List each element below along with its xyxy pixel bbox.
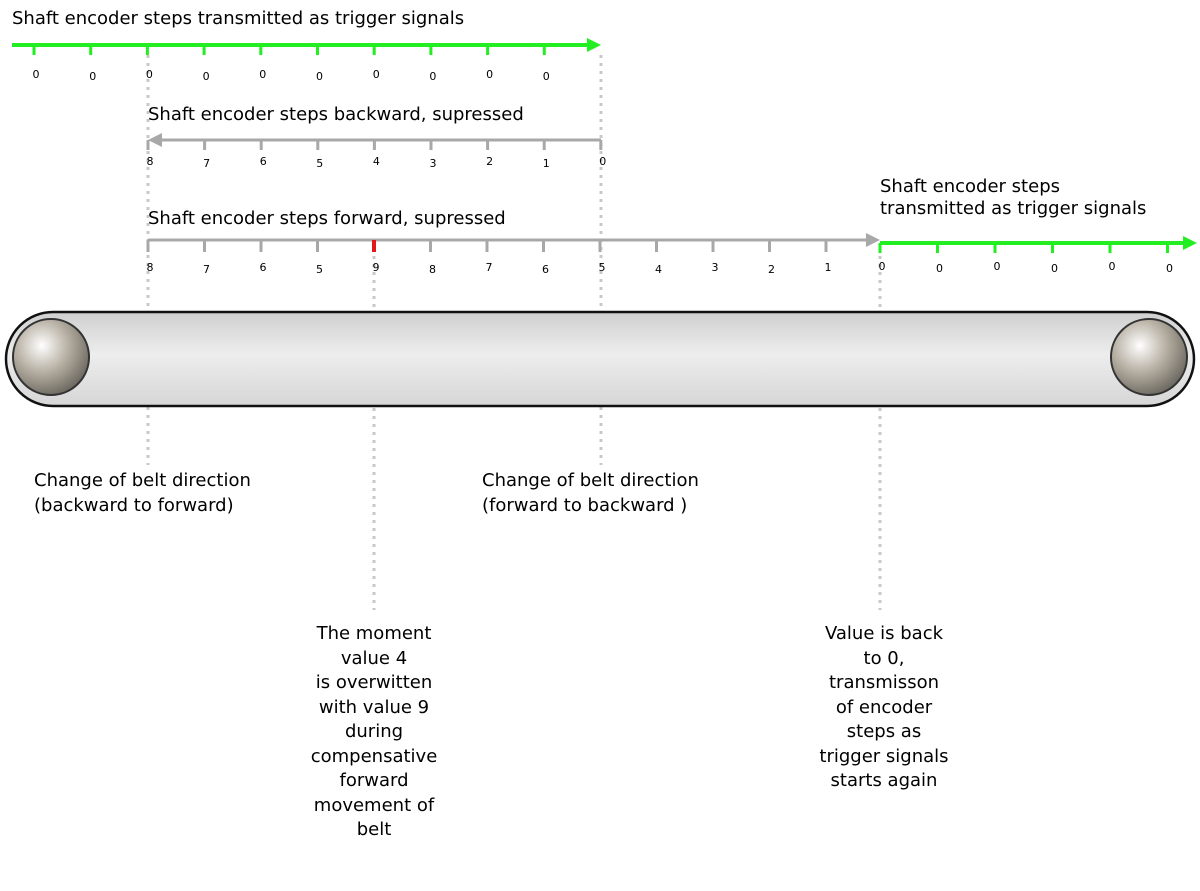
forward-suppressed-title: Shaft encoder steps forward, supressed <box>148 208 506 229</box>
note-line: Change of belt direction <box>482 470 699 491</box>
tick-label: 5 <box>316 263 323 276</box>
note-line: compensative <box>310 745 438 767</box>
note-line: starts again <box>830 770 938 791</box>
right-transmitted-title-line-1: Shaft encoder steps <box>880 176 1060 197</box>
tick-label: 0 <box>373 68 380 81</box>
tick-label: 0 <box>1109 260 1116 273</box>
note-line: trigger signals <box>819 745 949 767</box>
tick-label: 6 <box>542 263 549 276</box>
tick-label: 0 <box>203 70 210 83</box>
tick-label: 8 <box>429 263 436 276</box>
tick-label: 5 <box>316 157 323 170</box>
tick-label: 0 <box>89 70 96 83</box>
tick-label: 0 <box>316 70 323 83</box>
note-line: (backward to forward) <box>34 494 234 516</box>
left-roller <box>12 318 90 396</box>
note-line: of encoder <box>835 696 933 718</box>
tick-label: 2 <box>768 263 775 276</box>
tick-label: 1 <box>543 157 550 170</box>
note-direction-change-forward-to-backward: Change of belt direction (forward to bac… <box>482 469 699 518</box>
tick-label: 4 <box>373 155 380 168</box>
row-top-transmitted: 0 0 0 0 0 0 0 0 0 0 <box>12 38 601 83</box>
tick-label: 0 <box>1051 262 1058 275</box>
note-line: with value 9 <box>318 696 430 718</box>
right-transmitted-title: Shaft encoder steps transmitted as trigg… <box>880 176 1146 220</box>
note-line: Change of belt direction <box>34 470 251 491</box>
tick-label: 0 <box>599 155 606 168</box>
tick-label: 8 <box>147 155 154 168</box>
note-direction-change-backward-to-forward: Change of belt direction (backward to fo… <box>34 469 251 518</box>
tick-label: 0 <box>259 68 266 81</box>
right-transmitted-ticks: 0 0 0 0 0 0 <box>878 243 1173 275</box>
tick-label: 3 <box>430 157 437 170</box>
row-backward-suppressed: 8 7 6 5 4 3 2 1 0 <box>146 133 606 170</box>
tick-label: 0 <box>879 260 886 273</box>
note-line: belt <box>356 819 392 840</box>
top-transmitted-title: Shaft encoder steps transmitted as trigg… <box>12 8 465 29</box>
tick-label: 7 <box>203 157 210 170</box>
note-line: The moment <box>316 623 432 644</box>
tick-label: 8 <box>147 261 154 274</box>
tick-label: 0 <box>33 68 40 81</box>
backward-ticks: 8 7 6 5 4 3 2 1 0 <box>146 140 606 170</box>
note-line: during <box>344 721 404 742</box>
tick-label: 0 <box>936 262 943 275</box>
note-line: to 0, <box>863 647 905 669</box>
forward-ticks: 8 7 6 5 9 8 7 6 5 4 3 2 1 <box>146 240 832 276</box>
right-transmitted-title-line-2: transmitted as trigger signals <box>880 198 1147 219</box>
top-transmitted-arrowhead <box>587 38 601 52</box>
tick-label: 7 <box>486 261 493 274</box>
row-forward-suppressed: 8 7 6 5 9 8 7 6 5 4 3 2 1 <box>146 233 880 276</box>
tick-label: 0 <box>994 260 1001 273</box>
note-overwrite-moment: The moment value 4 is overwitten with va… <box>274 622 474 843</box>
note-line: is overwitten <box>315 672 433 693</box>
note-line: value 4 <box>340 647 408 669</box>
top-transmitted-ticks: 0 0 0 0 0 0 0 0 0 0 <box>32 45 550 83</box>
belt-body <box>4 310 1196 408</box>
note-line: (forward to backward ) <box>482 494 688 516</box>
note-line: transmisson <box>829 672 939 693</box>
note-line: steps as <box>846 721 922 742</box>
tick-label: 0 <box>486 68 493 81</box>
backward-suppressed-title: Shaft encoder steps backward, supressed <box>148 104 524 125</box>
tick-label: 0 <box>429 70 436 83</box>
tick-label: 2 <box>486 155 493 168</box>
tick-label: 3 <box>712 261 719 274</box>
conveyor-belt <box>4 310 1196 408</box>
row-right-transmitted: 0 0 0 0 0 0 <box>878 236 1197 275</box>
note-line: forward <box>339 770 409 791</box>
tick-label: 0 <box>1166 262 1173 275</box>
note-back-to-zero: Value is back to 0, transmisson of encod… <box>784 622 984 794</box>
note-line: Value is back <box>824 623 944 644</box>
tick-label: 0 <box>146 68 153 81</box>
tick-label: 5 <box>599 261 606 274</box>
tick-label: 6 <box>260 155 267 168</box>
backward-arrowhead <box>148 133 162 147</box>
tick-label: 6 <box>260 261 267 274</box>
forward-arrowhead <box>866 233 880 247</box>
tick-label: 0 <box>543 70 550 83</box>
tick-label: 9 <box>373 261 380 274</box>
right-roller <box>1110 318 1188 396</box>
tick-label: 4 <box>655 263 662 276</box>
tick-label: 1 <box>825 261 832 274</box>
note-line: movement of <box>313 794 435 816</box>
tick-label: 7 <box>203 263 210 276</box>
right-transmitted-arrowhead <box>1183 236 1197 250</box>
